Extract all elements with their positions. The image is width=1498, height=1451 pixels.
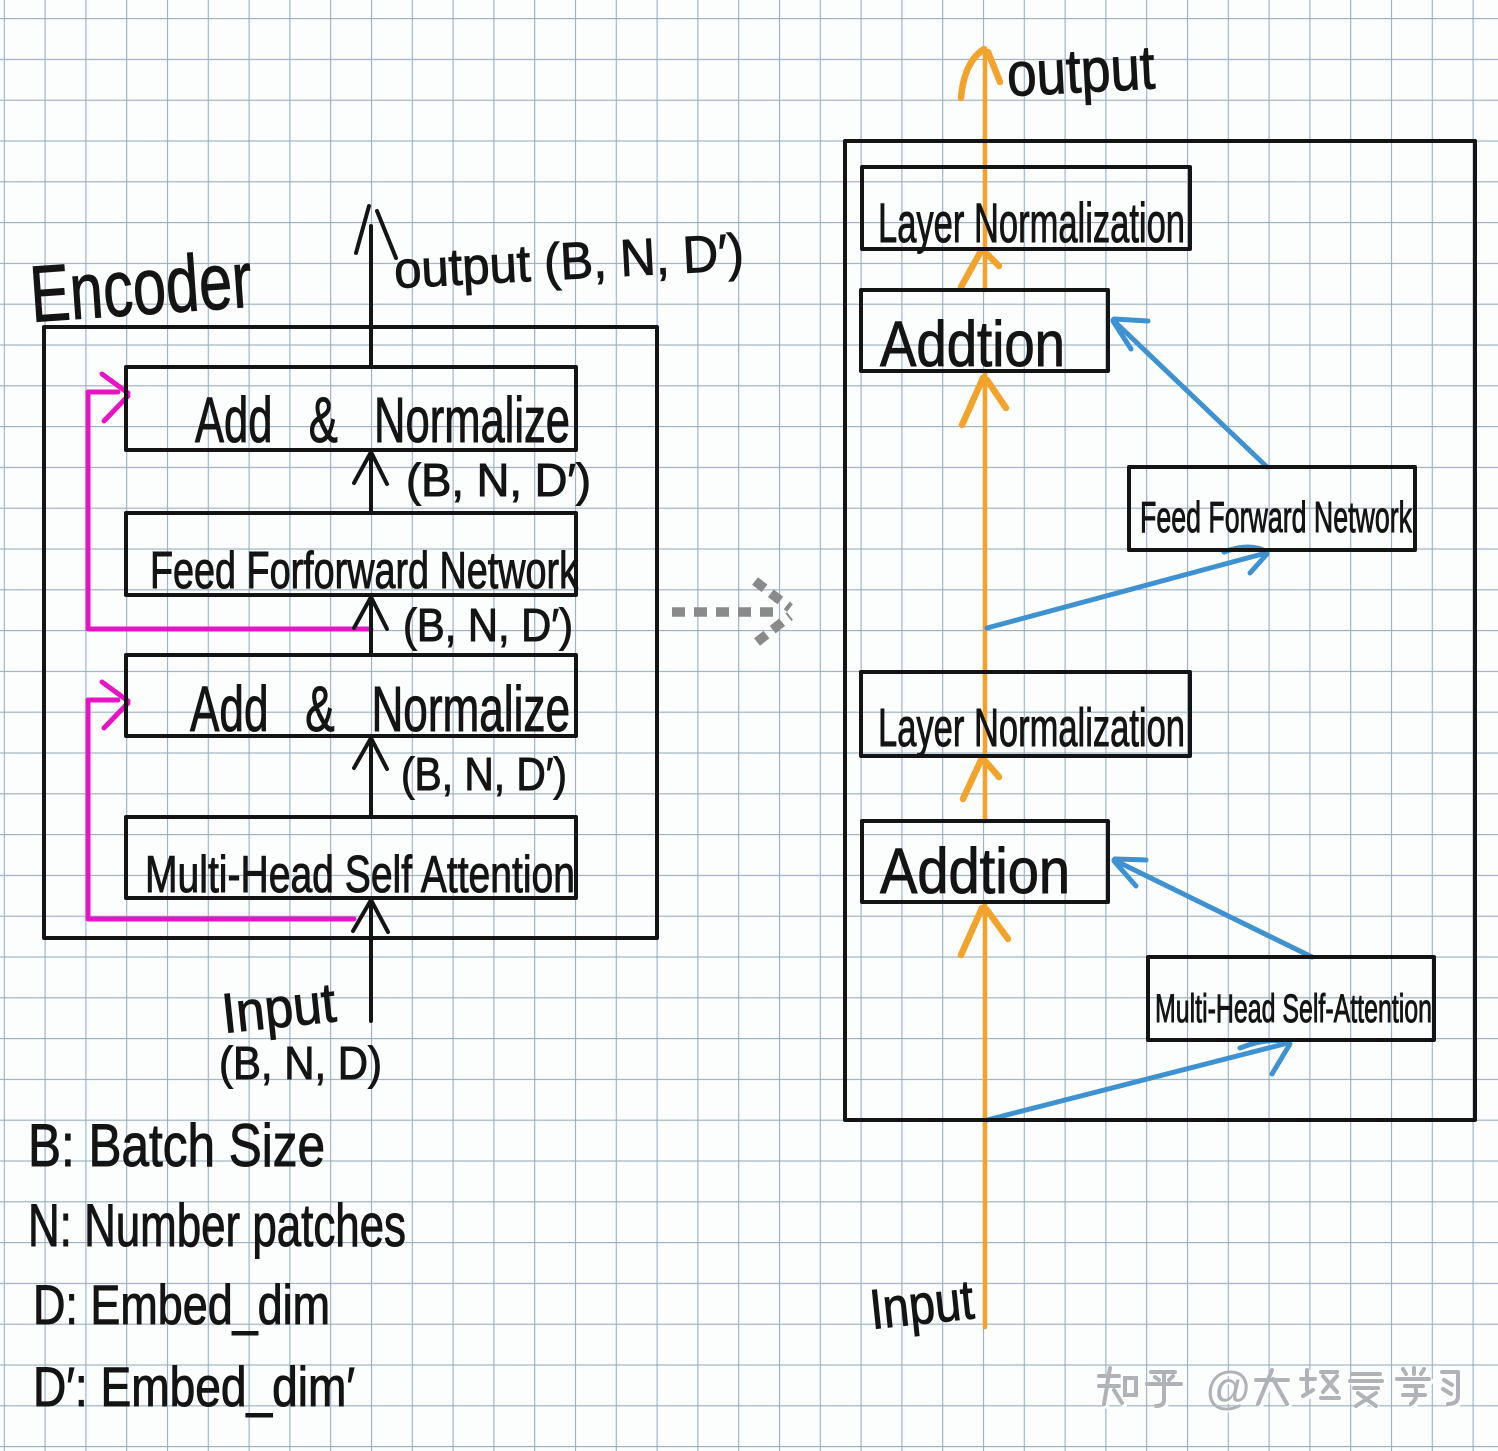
svg-text:(B, N, D′): (B, N, D′) <box>406 454 591 506</box>
svg-text:@: @ <box>1205 1362 1252 1414</box>
svg-text:(B, N, D′): (B, N, D′) <box>401 748 567 800</box>
svg-text:Multi-Head Self Attention: Multi-Head Self Attention <box>145 846 575 904</box>
svg-text:Add & Normalize: Add & Normalize <box>190 673 570 745</box>
svg-text:@: @ <box>1207 1364 1254 1416</box>
svg-text:Layer Normalization: Layer Normalization <box>878 698 1185 758</box>
svg-text:(B, N, D′): (B, N, D′) <box>403 599 573 651</box>
svg-text:(B, N, D): (B, N, D) <box>219 1037 382 1089</box>
svg-text:Addtion: Addtion <box>880 835 1070 907</box>
svg-text:Layer Normalization: Layer Normalization <box>878 191 1185 254</box>
svg-text:Multi-Head Self-Attention: Multi-Head Self-Attention <box>1155 987 1432 1031</box>
svg-text:Encoder: Encoder <box>27 235 255 339</box>
svg-text:Add & Normalize: Add & Normalize <box>195 384 570 456</box>
svg-text:Feed Forward Network: Feed Forward Network <box>1140 493 1413 542</box>
svg-text:Input: Input <box>867 1267 977 1341</box>
svg-text:Input: Input <box>219 970 339 1045</box>
svg-text:B: Batch Size: B: Batch Size <box>28 1112 325 1179</box>
svg-text:D′: Embed_dim′: D′: Embed_dim′ <box>33 1355 355 1418</box>
svg-text:output: output <box>1005 33 1156 110</box>
svg-text:D: Embed_dim: D: Embed_dim <box>33 1273 330 1336</box>
svg-text:Addtion: Addtion <box>880 308 1065 380</box>
svg-text:N: Number patches: N: Number patches <box>28 1192 406 1259</box>
svg-text:Feed Forforward Network: Feed Forforward Network <box>150 542 579 600</box>
